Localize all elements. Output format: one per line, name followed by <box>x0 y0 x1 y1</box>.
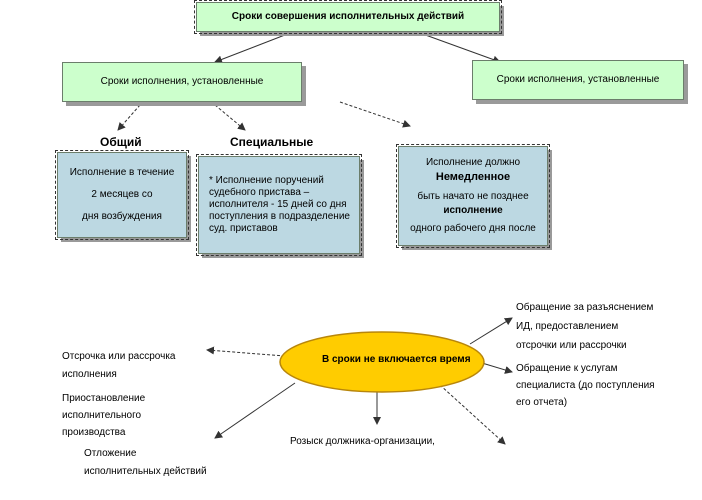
specialist-line1: Обращение к услугам <box>516 363 618 374</box>
arrow-to-deferral <box>206 346 286 357</box>
general-line2: 2 месяцев со <box>91 189 153 200</box>
suspension-line2: исполнительного <box>62 410 142 421</box>
branch-left-text: Сроки исполнения, установленные <box>100 76 264 87</box>
branch-left-box: Сроки исполнения, установленные <box>62 62 302 102</box>
clarification-text: Обращение за разъяснением ИД, предоставл… <box>516 298 653 355</box>
general-line3: дня возбуждения <box>82 211 162 222</box>
arrow-to-special <box>214 104 246 131</box>
suspension-text: Приостановление исполнительного производ… <box>62 390 145 441</box>
deferral-line1: Отсрочка или рассрочка <box>62 351 176 362</box>
special-heading: Специальные <box>230 135 314 149</box>
clarification-line2: ИД, предоставлением <box>516 321 619 332</box>
immediate-line2: Немедленное <box>435 171 511 183</box>
general-line1: Исполнение в течение <box>69 167 175 178</box>
arrow-to-clarification <box>469 317 513 345</box>
immediate-box: Исполнение должно Немедленное быть начат… <box>396 144 550 248</box>
deferral-text: Отсрочка или рассрочка исполнения <box>62 348 175 384</box>
general-box: Исполнение в течение 2 месяцев со дня во… <box>55 150 189 240</box>
clarification-line1: Обращение за разъяснением <box>516 302 654 313</box>
specialist-text: Обращение к услугам специалиста (до пост… <box>516 360 655 411</box>
arrow-to-bottom-right <box>439 384 506 445</box>
clarification-line3: отсрочки или рассрочки <box>516 340 627 351</box>
specialist-line2: специалиста (до поступления <box>516 380 655 391</box>
branch-right-box: Сроки исполнения, установленные <box>472 60 684 100</box>
immediate-line5: одного рабочего дня после <box>410 223 536 234</box>
immediate-line4: исполнение <box>443 205 503 216</box>
immediate-line1: Исполнение должно <box>425 157 521 168</box>
deferral-line2: исполнения <box>62 369 117 380</box>
arrow-title-left <box>214 32 291 64</box>
arrow-to-immediate <box>339 101 411 128</box>
suspension-line1: Приостановление <box>62 393 146 404</box>
special-text: * Исполнение поручений судебного пристав… <box>209 175 350 234</box>
arrow-title-right <box>419 32 501 64</box>
general-heading: Общий <box>100 135 142 149</box>
search-text: Розыск должника-организации, <box>290 436 435 447</box>
arrow-to-postponement <box>214 382 296 439</box>
immediate-line3: быть начато не позднее <box>417 191 529 202</box>
title-box: Сроки совершения исполнительных действий <box>194 0 502 34</box>
center-ellipse <box>279 331 485 393</box>
title-text: Сроки совершения исполнительных действий <box>231 11 465 22</box>
arrow-to-general <box>117 104 141 131</box>
branch-right-text: Сроки исполнения, установленные <box>496 74 660 85</box>
postponement-line2: исполнительных действий <box>84 466 207 477</box>
arrow-to-specialist <box>481 362 513 374</box>
ellipse-label: В сроки не включается время <box>322 354 471 365</box>
postponement-line1: Отложение <box>84 448 137 459</box>
specialist-line3: его отчета) <box>516 397 568 408</box>
postponement-text: Отложение исполнительных действий <box>84 445 207 481</box>
special-box: * Исполнение поручений судебного пристав… <box>196 154 362 256</box>
suspension-line3: производства <box>62 427 126 438</box>
